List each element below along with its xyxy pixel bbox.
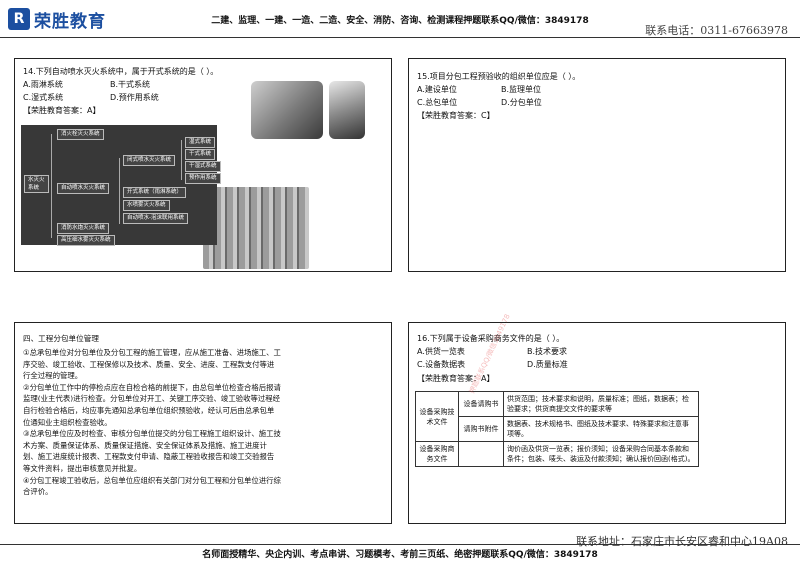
water-fire-system-mindmap: 水灭火 系统 消火栓灭火系统 自动喷水灭火系统 消防水炮灭火系统 高压细水雾灭火… [21, 125, 221, 246]
header-title: 二建、监理、一建、一造、二造、安全、消防、咨询、检测课程押题联系QQ/微信：38… [211, 16, 589, 26]
mindmap-connector [181, 140, 182, 180]
mindmap-connector [51, 134, 52, 238]
mindmap-l1-cannon: 消防水炮灭火系统 [57, 223, 110, 234]
mgmt-para-4: ④分包工程竣工验收后，总包单位应组织有关部门对分包工程和分包单位进行综合评价。 [23, 475, 281, 497]
q15-question: 15.项目分包工程预验收的组织单位应是（ ）。 [417, 72, 581, 81]
panel-q14: 14.下列自动喷水灭火系统中，属于开式系统的是（ ）。 A.雨淋系统 B.干式系… [14, 58, 392, 272]
deluge-valve-photo [203, 187, 309, 269]
mindmap-l1-sprinkler: 自动喷水灭火系统 [57, 183, 110, 194]
q16-option-c: C.设备数据表 [417, 360, 466, 369]
q15-option-a: A.建设单位 [417, 85, 457, 94]
q14-option-c: C.湿式系统 [23, 93, 64, 102]
table-cell-requisition-content: 供货范围；技术要求和说明，质量标准；图纸，数据表；检验要求；供货商提交文件的要求… [503, 391, 699, 417]
mindmap-l1-mist: 高压细水雾灭火系统 [57, 235, 115, 246]
q16-question: 16.下列属于设备采购商务文件的是（ ）。 [417, 334, 565, 343]
mindmap-wet: 湿式系统 [185, 137, 216, 148]
q15-answer: 【荣胜教育答案：C】 [417, 111, 495, 120]
q14-option-a: A.雨淋系统 [23, 80, 63, 89]
q15-option-b: B.监理单位 [501, 85, 542, 94]
sprinkler-head-photo-1 [251, 81, 323, 139]
sprinkler-head-photo-2 [329, 81, 365, 139]
table-row: 设备采购技术文件 设备请购书 供货范围；技术要求和说明，质量标准；图纸，数据表；… [415, 391, 699, 442]
q14-question: 14.下列自动喷水灭火系统中，属于开式系统的是（ ）。 [23, 67, 219, 76]
mindmap-root: 水灭火 系统 [24, 175, 49, 193]
panel-q16: 16.下列属于设备采购商务文件的是（ ）。 A.供货一览表 B.技术要求 C.设… [408, 313, 786, 524]
footer-ad: 名师面授精华、央企内训、考点串讲、习题模考、考前三页纸、绝密押题联系QQ/微信：… [202, 550, 598, 560]
q16-option-d: D.质量标准 [527, 360, 568, 369]
table-cell-empty [458, 441, 504, 467]
q15-option-d: D.分包单位 [501, 98, 542, 107]
q16-option-a: A.供货一览表 [417, 347, 465, 356]
contact-phone: 联系电话：0311-67663978 [645, 24, 788, 37]
mindmap-open-system: 开式系统（雨淋系统） [123, 187, 187, 198]
mindmap-preaction: 预作用系统 [185, 173, 221, 184]
panel-subcontractor-management: 四、工程分包单位管理 ①总承包单位对分包单位及分包工程的施工管理，应从施工准备、… [14, 322, 392, 524]
table-row: 请购书附件 数据表、技术规格书、图纸及技术要求、特殊要求和注意事项等。 [416, 416, 699, 442]
procurement-docs-table: 设备采购技术文件 设备请购书 供货范围；技术要求和说明，质量标准；图纸，数据表；… [415, 391, 699, 467]
q16-answer: 【荣胜教育答案：A】 [417, 374, 495, 383]
table-cell-requisition: 设备请购书 [458, 391, 504, 417]
table-row: 设备采购商务文件 询价函及供货一览表；报价须知；设备采购合同基本条款和条件；包装… [415, 441, 699, 467]
logo-mark: R [8, 8, 30, 30]
logo-text: 荣胜教育 [34, 11, 106, 32]
mindmap-dry-wet: 干湿式系统 [185, 161, 221, 172]
panel-q15: 15.项目分包工程预验收的组织单位应是（ ）。 A.建设单位 B.监理单位 C.… [408, 58, 786, 272]
table-cell-biz-content: 询价函及供货一览表；报价须知；设备采购合同基本条款和条件；包装、唛头、装运及付款… [503, 441, 699, 467]
mindmap-closed-system: 闭式喷水灭火系统 [123, 155, 176, 166]
header-divider [0, 37, 800, 38]
mindmap-foam-combo: 自动喷水-泡沫联用系统 [123, 213, 188, 224]
contact-address: 联系地址：石家庄市长安区睿和中心19A08 [576, 535, 788, 548]
table-cell-biz-group: 设备采购商务文件 [415, 441, 459, 467]
mgmt-para-1: ①总承包单位对分包单位及分包工程的施工管理，应从施工准备、进场施工、工序交验、竣… [23, 348, 281, 381]
mgmt-para-2: ②分包单位工作中的停检点应在自检合格的前提下，由总包单位检查合格后报请监理(业主… [23, 382, 281, 427]
mgmt-title: 四、工程分包单位管理 [23, 334, 99, 343]
footer-divider [0, 544, 800, 545]
q14-option-d: D.预作用系统 [110, 93, 159, 102]
mindmap-dry: 干式系统 [185, 149, 216, 160]
mindmap-l1-hydrant: 消火栓灭火系统 [57, 129, 104, 140]
mgmt-body: ①总承包单位对分包单位及分包工程的施工管理，应从施工准备、进场施工、工序交验、竣… [23, 347, 281, 498]
mindmap-connector [119, 158, 120, 224]
table-cell-attachment: 请购书附件 [458, 416, 504, 442]
table-cell-attachment-content: 数据表、技术规格书、图纸及技术要求、特殊要求和注意事项等。 [503, 416, 699, 442]
mgmt-para-3: ③总承包单位应及时检查、审核分包单位提交的分包工程施工组织设计、施工技术方案、质… [23, 429, 281, 473]
mindmap-water-spray: 水喷雾灭火系统 [123, 200, 170, 211]
q14-answer: 【荣胜教育答案：A】 [23, 106, 101, 115]
q15-option-c: C.总包单位 [417, 98, 458, 107]
q16-option-b: B.技术要求 [527, 347, 568, 356]
logo: R 荣胜教育 [8, 6, 148, 32]
table-cell-tech-group: 设备采购技术文件 [415, 391, 459, 442]
q14-option-b: B.干式系统 [110, 80, 151, 89]
